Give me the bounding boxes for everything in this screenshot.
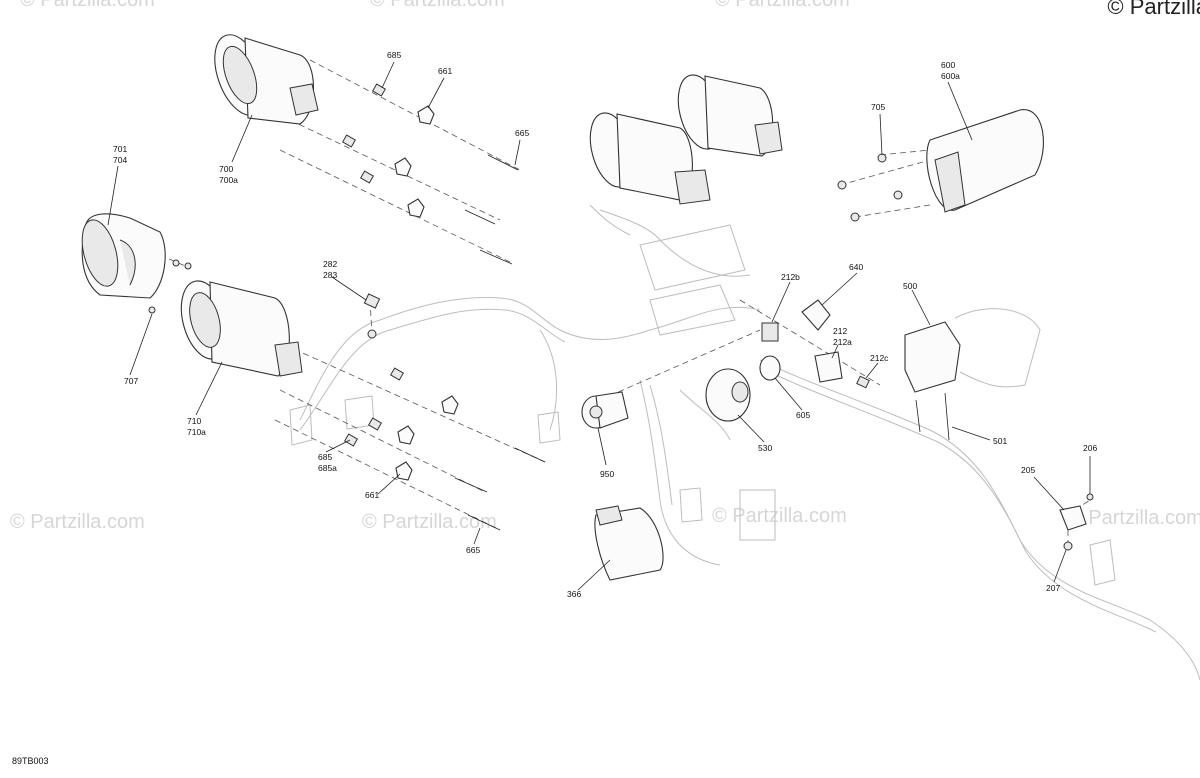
headlight-cover [81,213,166,299]
callout-labels: 685 661 665 700 700a 701 704 707 282 283… [113,50,1097,599]
callout-212c: 212c [870,353,889,363]
callout-212a: 212a [833,337,852,347]
watermark-top-2: © Partzilla.com [715,0,850,11]
callout-205: 205 [1021,465,1035,475]
callout-640: 640 [849,262,863,272]
callout-530: 530 [758,443,772,453]
callout-704: 704 [113,155,127,165]
watermark-top-1: © Partzilla.com [370,0,505,11]
callout-685a: 685a [318,463,337,473]
callout-710a: 710a [187,427,206,437]
connectors [761,299,843,383]
callout-950: 950 [600,469,614,479]
callout-707: 707 [124,376,138,386]
corner-watermark: © Partzilla [1107,0,1200,19]
callout-600a: 600a [941,71,960,81]
fasteners [148,83,950,531]
callout-710: 710 [187,416,201,426]
callout-661-top: 661 [438,66,452,76]
callout-685-top: 685 [387,50,401,60]
callout-501: 501 [993,436,1007,446]
watermarks: © Partzilla.com © Partzilla.com © Partzi… [10,0,1200,533]
electrical-module [594,505,664,581]
callout-665-top: 665 [515,128,529,138]
callout-283: 283 [323,270,337,280]
watermark-3: © Partzilla.com [712,505,847,527]
watermark-top-0: © Partzilla.com [20,0,155,11]
watermark-1: © Partzilla.com [10,511,145,533]
callout-282: 282 [323,259,337,269]
callout-212b: 212b [781,272,800,282]
headlight-lower [180,280,303,377]
callout-500: 500 [903,281,917,291]
callout-605: 605 [796,410,810,420]
callout-661-bottom: 661 [365,490,379,500]
callout-705: 705 [871,102,885,112]
watermark-2: © Partzilla.com [362,511,497,533]
callout-701: 701 [113,144,127,154]
diagram-code: 89TB003 [12,756,49,766]
callout-700: 700 [219,164,233,174]
display-cluster [926,109,1044,213]
wiring-harness [289,204,1200,681]
callout-206: 206 [1083,443,1097,453]
callout-700a: 700a [219,175,238,185]
headlight-upper [214,34,319,125]
callout-600: 600 [941,60,955,70]
callout-366: 366 [567,589,581,599]
callout-207: 207 [1046,583,1060,593]
handlebar-switch [904,308,1041,393]
callout-685-bottom: 685 [318,452,332,462]
watermark-4: © Partzilla.com [1068,507,1200,529]
callout-665-bottom: 665 [466,545,480,555]
horn [705,355,781,422]
leader-lines [107,61,1091,591]
callout-212: 212 [833,326,847,336]
ignition-switch [581,391,629,429]
headlight-pair [589,74,783,205]
